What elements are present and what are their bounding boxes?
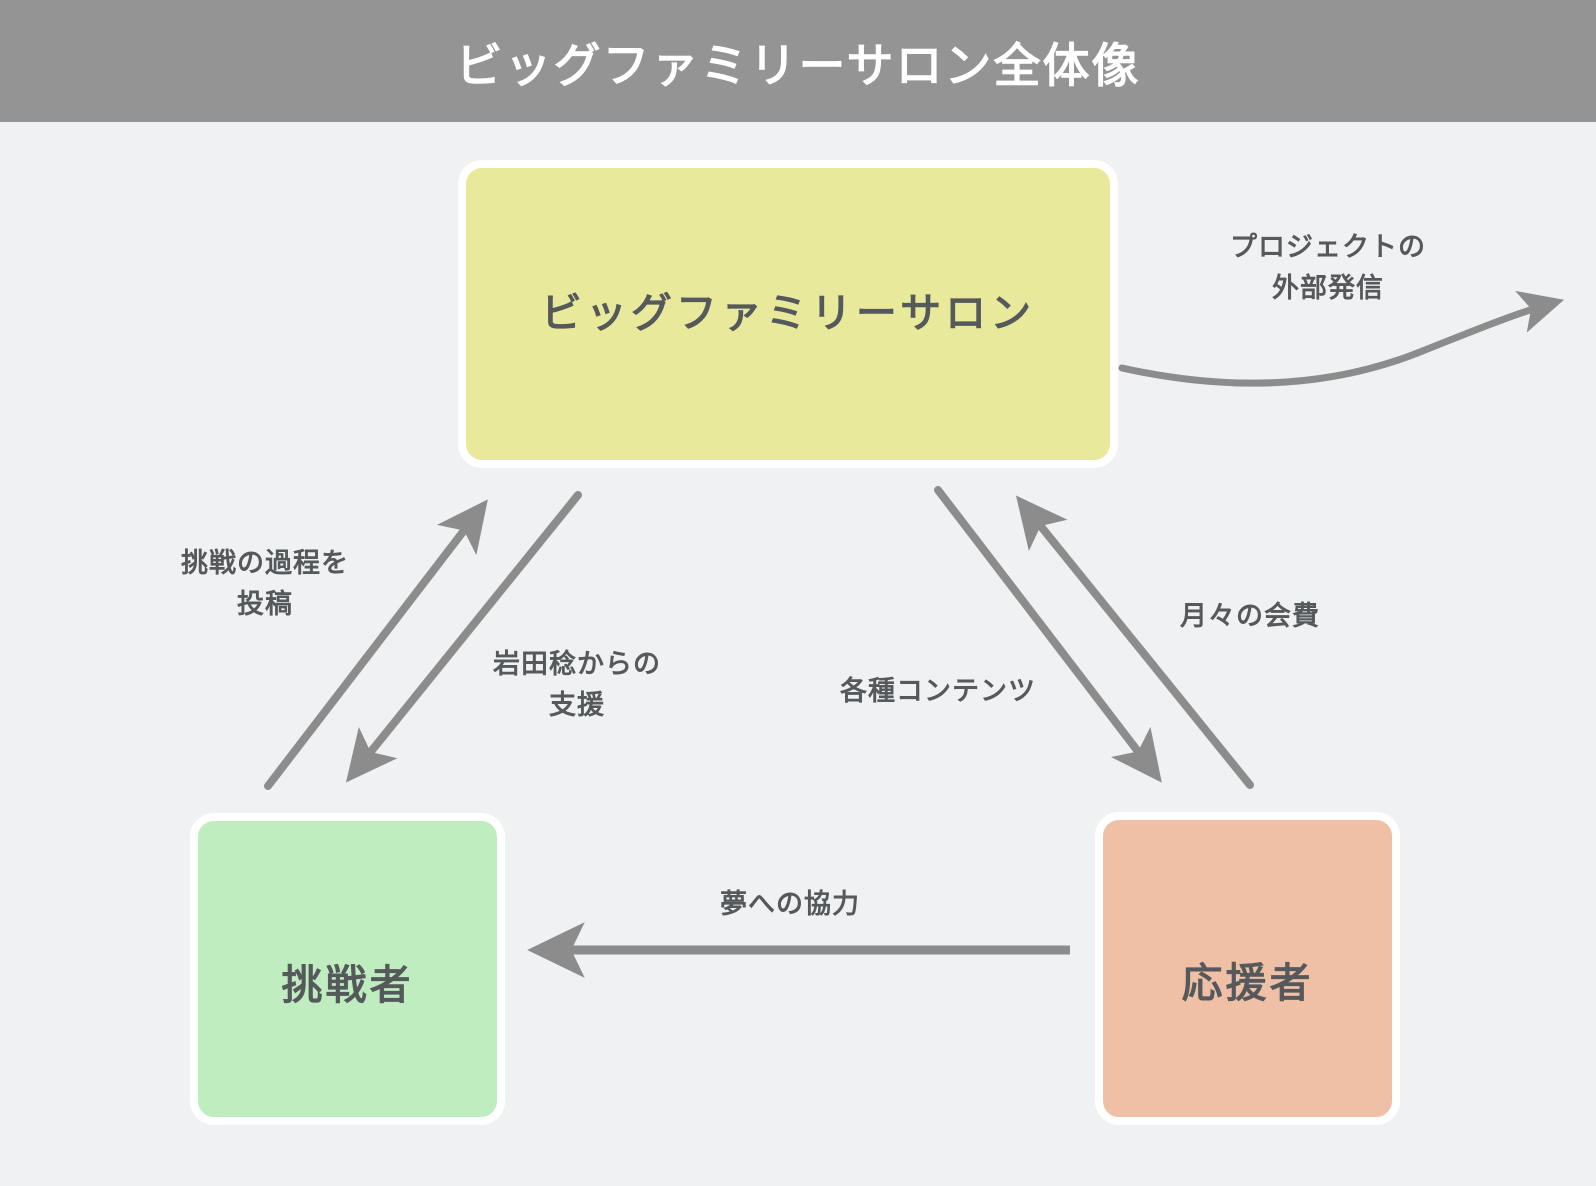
arrow-various-contents — [934, 486, 1162, 783]
arrow-external-broadcast — [1118, 290, 1565, 387]
arrow-monthly-fee — [1015, 495, 1254, 789]
edge-label-post-progress: 挑戦の過程を 投稿 — [181, 548, 349, 620]
edge-label-monthly-fee: 月々の会費 — [1180, 601, 1320, 632]
node-salon-label: ビッグファミリーサロン — [540, 289, 1036, 338]
edge-label-iwata-support: 岩田稔からの 支援 — [493, 649, 661, 721]
node-supporter[interactable]: 応援者 — [1095, 812, 1400, 1125]
node-challenger-label: 挑戦者 — [281, 961, 414, 1010]
edge-label-dream-cooperation: 夢への協力 — [720, 889, 860, 920]
edge-label-various-contents: 各種コンテンツ — [840, 676, 1036, 707]
node-big-family-salon[interactable]: ビッグファミリーサロン — [458, 160, 1118, 468]
page-title: ビッグファミリーサロン全体像 — [455, 38, 1141, 94]
arrow-iwata-support — [345, 491, 582, 783]
edge-label-external-broadcast: プロジェクトの 外部発信 — [1230, 232, 1426, 304]
node-challenger[interactable]: 挑戦者 — [190, 813, 505, 1125]
node-supporter-label: 応援者 — [1181, 958, 1314, 1007]
header-bar — [0, 0, 1596, 122]
